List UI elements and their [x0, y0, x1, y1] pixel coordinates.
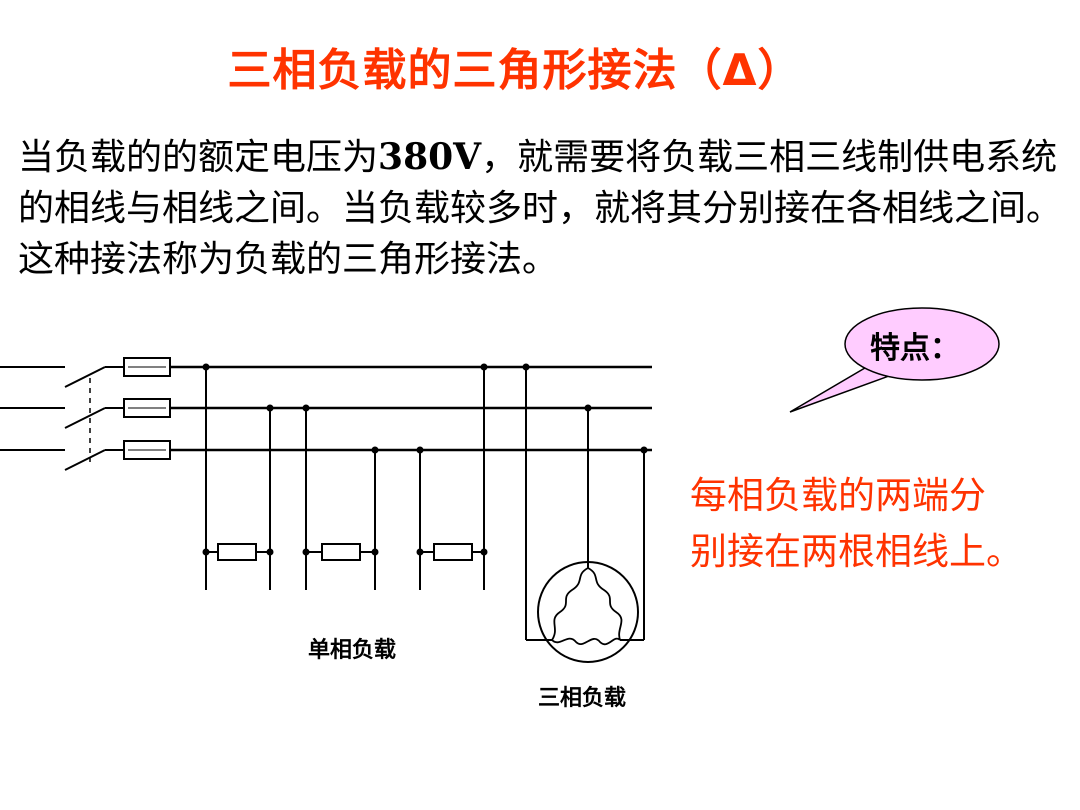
callout-ellipse — [844, 307, 1000, 381]
rated-voltage: 380V — [378, 136, 482, 178]
switch-blade-2 — [64, 407, 106, 429]
switch-blade-1 — [64, 366, 106, 388]
three-phase-load — [525, 367, 645, 663]
slide-title: 三相负载的三角形接法（Δ） — [227, 45, 803, 96]
feature-line-1: 每相负载的两端分 — [690, 474, 986, 517]
callout-bubble — [789, 307, 1000, 413]
winding-bottom — [551, 637, 621, 646]
motor-circle — [537, 561, 639, 663]
single-phase-load-2 — [305, 408, 376, 590]
feature-line-2: 别接在两根相线上。 — [690, 530, 1023, 573]
winding-left — [551, 567, 589, 641]
single-phase-load-1 — [205, 367, 271, 590]
resistor-1 — [217, 543, 257, 561]
resistor-3 — [433, 543, 473, 561]
description-paragraph: 当负载的的额定电压为380V，就需要将负载三相三线制供电系统的相线与相线之间。当… — [18, 132, 1076, 285]
single-phase-load-3 — [419, 367, 485, 590]
paragraph-part1: 当负载的的额定电压为 — [18, 137, 379, 178]
single-phase-load-label: 单相负载 — [308, 638, 397, 663]
callout-label: 特点： — [870, 331, 960, 366]
resistor-2 — [321, 543, 361, 561]
switch-blade-3 — [64, 449, 106, 471]
winding-right — [587, 567, 623, 641]
three-phase-load-label: 三相负载 — [538, 686, 627, 711]
junction-dots — [202, 363, 648, 556]
feature-text: 每相负载的两端分 别接在两根相线上。 — [690, 468, 1070, 580]
paragraph-part2: ，就需要将负载三相三线制供电系统的相线与相线之间。当负载较多时，就将其分别接在各… — [18, 137, 1063, 280]
